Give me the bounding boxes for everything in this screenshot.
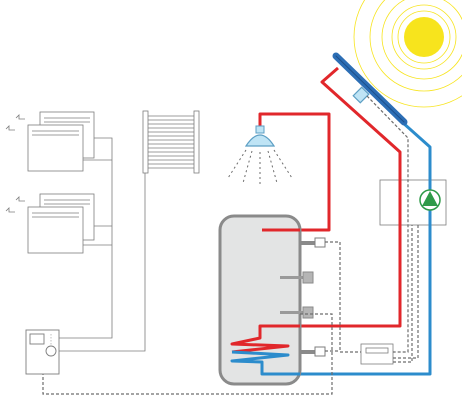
pump-icon [419,189,441,211]
sun-ring [397,10,451,64]
coil-blue [230,350,300,376]
heated-towel-rail-icon [142,110,200,174]
sun-icon [353,0,462,108]
tank-sensor-top [300,237,326,248]
controller-icon [25,329,60,375]
radiator-wiring [59,137,146,352]
domestic-hot-pipe [258,112,331,232]
shower-head-icon [227,125,293,186]
coil-red [230,324,300,354]
sun-ring [381,0,462,80]
tank-connector-mid [280,306,314,319]
tank-sensor-bottom [300,346,326,357]
sun-core [404,17,444,57]
radiator-icon [5,111,95,172]
solar-controller-icon [360,343,394,365]
sun-ring [353,0,462,108]
solar-collector-icon [332,52,408,126]
sun-ring [369,0,462,92]
collector-sensor [352,86,370,104]
sensor-wiring [42,95,419,395]
sun-ring [391,4,457,70]
electric-heater-icon [280,271,314,284]
radiator-icon [5,193,95,254]
